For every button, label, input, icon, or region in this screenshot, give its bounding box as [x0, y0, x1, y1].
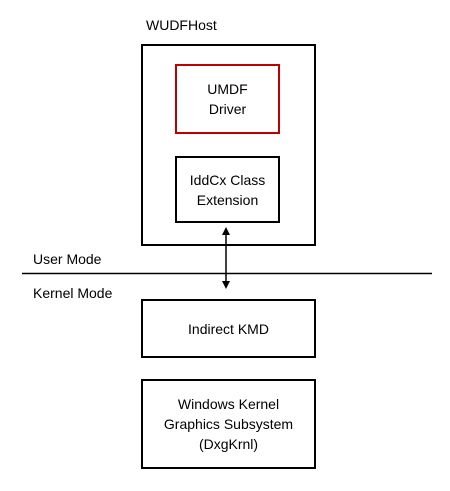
- indirect-kmd-box: Indirect KMD: [141, 299, 316, 358]
- dxgkrnl-line2: Graphics Subsystem: [163, 416, 294, 432]
- wudfhost-label: WUDFHost: [146, 17, 217, 33]
- dxgkrnl-line1: Windows Kernel: [177, 396, 280, 412]
- umdf-driver-box: UMDF Driver: [175, 64, 280, 134]
- user-mode-label: User Mode: [33, 251, 102, 267]
- arrow-head-up-icon: [222, 227, 230, 235]
- umdf-driver-line2: Driver: [208, 101, 247, 117]
- iddcx-line2: Extension: [196, 191, 259, 208]
- indirect-kmd-line1: Indirect KMD: [188, 320, 269, 337]
- iddcx-line1: IddCx Class: [189, 171, 266, 188]
- kernel-mode-label: Kernel Mode: [33, 285, 113, 301]
- umdf-driver-line1: UMDF: [207, 81, 248, 97]
- dxgkrnl-line3: (DxgKrnl): [198, 436, 259, 452]
- dxgkrnl-box: Windows Kernel Graphics Subsystem (DxgKr…: [141, 379, 316, 469]
- arrow-head-down-icon: [222, 281, 230, 289]
- iddcx-class-extension-box: IddCx Class Extension: [175, 156, 280, 223]
